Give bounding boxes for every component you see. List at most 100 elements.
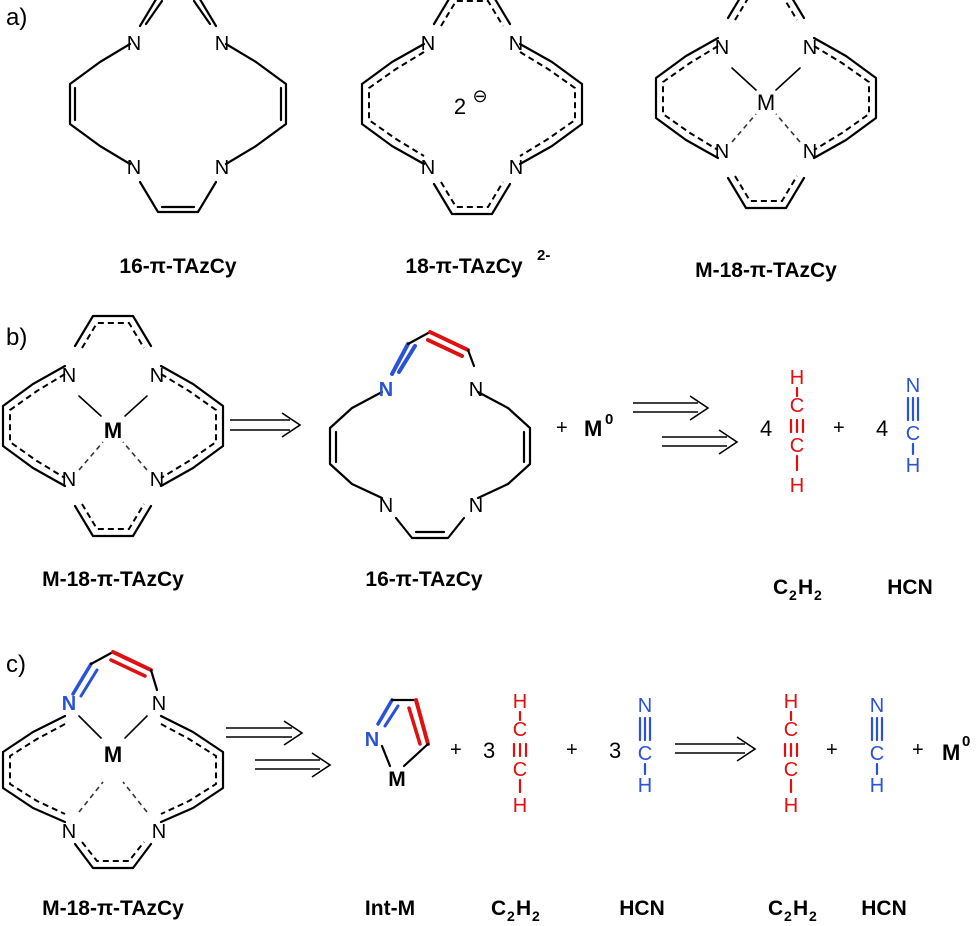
retro-arrow-double	[633, 395, 739, 455]
atom-n: N	[803, 37, 817, 59]
atom-n-blue: N	[365, 729, 379, 751]
atom-h: H	[513, 691, 527, 713]
panel-c-label: c)	[6, 651, 26, 678]
atom-c: C	[870, 743, 884, 765]
atom-c: C	[513, 759, 527, 781]
formula-h: H	[516, 897, 531, 920]
atom-m: M	[104, 742, 122, 767]
plus-sign: +	[833, 417, 845, 439]
atom-n: N	[469, 379, 483, 401]
charge-sign: ⊖	[472, 86, 487, 106]
retro-arrow	[675, 736, 757, 762]
metal-zero-sup: 0	[605, 411, 613, 428]
atom-m: M	[104, 418, 122, 443]
atom-n: N	[152, 693, 166, 715]
caption-c2h2: C 2 H 2	[773, 576, 822, 603]
caption-16pi-tazcy: 16-π-TAzCy	[119, 255, 237, 278]
atom-c: C	[784, 719, 798, 741]
panel-b-label: b)	[6, 324, 27, 351]
formula-c: C	[491, 897, 506, 920]
atom-n: N	[715, 141, 729, 163]
molecule-m-18pi-tazcy-a: N N N N M	[654, 0, 878, 210]
charge-number: 2	[454, 94, 466, 119]
caption-m-18pi-tazcy: M-18-π-TAzCy	[42, 568, 184, 591]
atom-n: N	[715, 37, 729, 59]
formula-sub: 2	[789, 587, 797, 603]
caption-16pi-tazcy: 16-π-TAzCy	[365, 568, 483, 591]
atom-c: C	[790, 395, 804, 417]
atom-n: N	[469, 495, 483, 517]
metal-zero: M	[942, 740, 960, 765]
acetylene-molecule: H C C H	[790, 367, 804, 497]
atom-c: C	[638, 743, 652, 765]
retro-arrow	[230, 412, 302, 438]
int-m-metallacycle: N M	[365, 698, 430, 791]
formula-c: C	[768, 897, 783, 920]
atom-h: H	[513, 795, 527, 817]
coef-hcn: 3	[609, 738, 621, 763]
acetylene-molecule: H C C H	[784, 691, 798, 817]
formula-sub: 2	[532, 908, 540, 924]
atom-n: N	[421, 157, 435, 179]
metal-zero-sup: 0	[962, 733, 970, 750]
hcn-molecule: N C H	[638, 695, 652, 797]
caption-hcn: HCN	[861, 897, 907, 920]
atom-n: N	[62, 365, 76, 387]
caption-c2h2: C 2 H 2	[491, 897, 540, 924]
caption-hcn: HCN	[887, 576, 933, 599]
atom-c: C	[784, 759, 798, 781]
atom-h: H	[784, 691, 798, 713]
atom-n-blue: N	[379, 379, 393, 401]
atom-h: H	[638, 775, 652, 797]
formula-h: H	[793, 897, 808, 920]
hcn-molecule: N C H	[906, 375, 920, 477]
atom-n: N	[379, 495, 393, 517]
atom-n: N	[127, 33, 141, 55]
caption-18pi-tazcy: 18-π-TAzCy	[405, 255, 523, 278]
atom-c: C	[513, 719, 527, 741]
atom-c: C	[790, 435, 804, 457]
formula-sub: 2	[507, 908, 515, 924]
atom-n: N	[906, 375, 920, 397]
atom-n: N	[509, 157, 523, 179]
retro-arrow-double	[226, 720, 332, 778]
atom-h: H	[790, 475, 804, 497]
atom-n: N	[150, 469, 164, 491]
molecule-16pi-tazcy-b: N N N N	[328, 330, 532, 540]
formula-c: C	[773, 576, 788, 599]
atom-m: M	[757, 90, 775, 115]
formula-h: H	[798, 576, 813, 599]
caption-hcn: HCN	[619, 897, 665, 920]
caption-m-18pi-tazcy: M-18-π-TAzCy	[42, 897, 184, 920]
atom-n: N	[127, 157, 141, 179]
hcn-molecule: N C H	[870, 695, 884, 797]
atom-n: N	[150, 365, 164, 387]
molecule-16pi-tazcy-a: N N N N	[68, 0, 288, 214]
atom-n: N	[870, 695, 884, 717]
atom-n: N	[152, 821, 166, 843]
atom-c: C	[906, 423, 920, 445]
metal-zero: M	[584, 416, 602, 441]
molecule-18pi-tazcy-dianion: N N N N 2 ⊖	[360, 0, 584, 216]
caption-18pi-superscript: 2-	[537, 247, 550, 264]
atom-n: N	[215, 157, 229, 179]
caption-m-18pi-tazcy: M-18-π-TAzCy	[695, 259, 837, 282]
coef-hcn: 4	[876, 416, 888, 441]
plus-sign: +	[556, 417, 568, 439]
atom-n: N	[509, 33, 523, 55]
formula-sub: 2	[809, 908, 817, 924]
panel-a-label: a)	[6, 4, 27, 31]
formula-sub: 2	[814, 587, 822, 603]
atom-n: N	[421, 33, 435, 55]
plus-sign: +	[450, 739, 462, 761]
plus-sign: +	[566, 739, 578, 761]
acetylene-molecule: H C C H	[513, 691, 527, 817]
plus-sign: +	[826, 739, 838, 761]
atom-n: N	[62, 821, 76, 843]
atom-h: H	[906, 455, 920, 477]
molecule-m-18pi-tazcy-c: N N N N M	[1, 650, 225, 870]
atom-n: N	[638, 695, 652, 717]
atom-n: N	[215, 33, 229, 55]
formula-sub: 2	[784, 908, 792, 924]
